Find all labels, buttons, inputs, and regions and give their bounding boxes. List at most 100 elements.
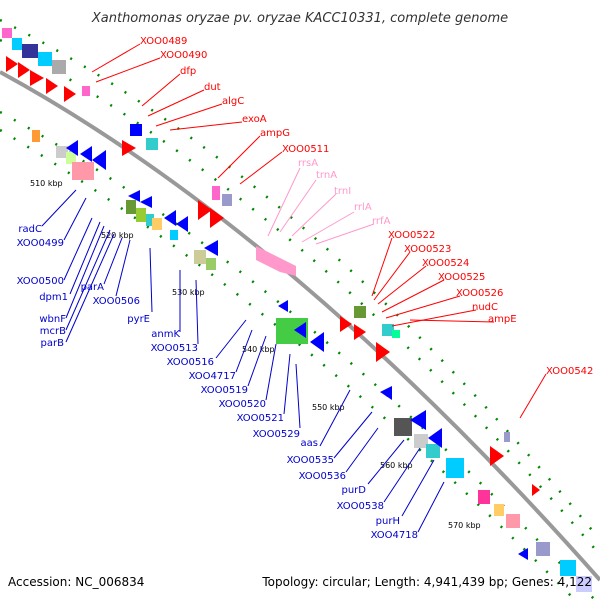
leader-line [291, 193, 337, 237]
kbp-tick-label: 530 kbp [172, 288, 205, 297]
genome-backbone [0, 70, 600, 582]
leader-line [385, 295, 461, 319]
leader-line [377, 265, 427, 305]
accession-label: Accession: NC_006834 [8, 575, 144, 589]
leader-line [115, 239, 131, 297]
leader-line [371, 237, 393, 297]
map-title: Xanthomonas oryzae pv. oryzae KACC10331,… [91, 11, 508, 26]
leader-line [103, 237, 123, 285]
gene-label: XOO0538 [337, 501, 384, 512]
gene-label: exoA [242, 114, 267, 125]
leader-line [95, 57, 161, 83]
kbp-tick-label: 510 kbp [30, 179, 63, 188]
gene-label: wbnF [39, 314, 66, 325]
tick-tracks [0, 18, 600, 600]
gene-label: rrfA [372, 216, 391, 227]
gene-label: trnA [316, 170, 337, 181]
leader-line [283, 353, 291, 415]
gene-label: XOO0519 [201, 385, 248, 396]
gene-label: trnI [334, 186, 351, 197]
gene-label: parA [81, 282, 105, 293]
kbp-tick-label: 520 kbp [101, 231, 134, 240]
gene-label: XOO0520 [219, 399, 266, 410]
leader-line [41, 189, 77, 227]
gene-label: rrlA [354, 202, 372, 213]
gene-label: XOO0521 [237, 413, 284, 424]
leader-line [417, 481, 445, 533]
kbp-tick-label: 560 kbp [380, 461, 413, 470]
leader-line [333, 411, 373, 459]
leader-line [401, 459, 435, 517]
leader-line [155, 103, 223, 127]
leader-line [217, 135, 261, 179]
gene-label: XOO0516 [167, 357, 214, 368]
leader-line [63, 217, 93, 281]
leader-line [149, 247, 153, 313]
gene-label: algC [222, 96, 244, 107]
leader-line [295, 363, 301, 429]
genome-summary: Topology: circular; Length: 4,941,439 bp… [261, 575, 592, 589]
leader-line [409, 319, 495, 323]
leader-line [319, 389, 351, 447]
leader-line [381, 279, 445, 313]
leader-line [65, 233, 115, 343]
leader-line [265, 343, 277, 401]
gene-label: XOO0511 [282, 144, 329, 155]
gene-label: XOO0529 [253, 429, 300, 440]
leader-line [195, 279, 199, 345]
gene-label: purD [342, 485, 367, 496]
gene-label: dpm1 [39, 292, 68, 303]
leader-line [141, 73, 181, 107]
leader-line [391, 309, 477, 327]
leader-line [373, 251, 411, 301]
gene-label: XOO0525 [438, 272, 485, 283]
leader-line [301, 211, 355, 243]
gene-label: XOO0526 [456, 288, 503, 299]
rrna-block [256, 246, 296, 276]
leader-line [235, 329, 253, 373]
forward-arrows [6, 56, 540, 496]
leader-line [215, 319, 247, 359]
leader-line [279, 179, 317, 233]
reverse-arrows [66, 140, 528, 560]
gene-label: XOO4718 [371, 530, 418, 541]
gene-label: ampG [260, 128, 290, 139]
leader-line [65, 229, 111, 331]
forward-gene-labels: XOO0489XOO0490dfpdutalgCexoAampGXOO0511X… [140, 36, 593, 377]
gene-label: XOO0535 [287, 455, 334, 466]
gene-label: XOO0513 [151, 343, 198, 354]
gene-label: XOO0523 [404, 244, 451, 255]
gene-label: XOO0490 [160, 50, 207, 61]
leader-line [147, 89, 205, 117]
leader-line [315, 223, 375, 245]
leader-line [519, 373, 547, 419]
gene-label: dfp [180, 66, 196, 77]
gene-label: XOO0522 [388, 230, 435, 241]
gene-label: parB [41, 338, 65, 349]
kbp-tick-label: 570 kbp [448, 521, 481, 530]
kbp-ticks: 510 kbp 520 kbp 530 kbp 540 kbp 550 kbp … [30, 179, 481, 530]
gene-label: rrsA [298, 158, 318, 169]
gene-label: XOO0489 [140, 36, 187, 47]
gene-label: XOO0499 [17, 238, 64, 249]
leader-line [345, 427, 379, 473]
gene-label: XOO4717 [189, 371, 236, 382]
rna-leader-lines [267, 167, 375, 245]
gene-label: anmK [151, 329, 180, 340]
leader-line [91, 43, 141, 73]
leader-line [247, 335, 267, 387]
gene-label: aas [301, 438, 318, 449]
gene-label: XOO0542 [546, 366, 593, 377]
gene-label: ampE [488, 314, 517, 325]
gene-label: mcrB [40, 326, 66, 337]
gene-label: radC [18, 224, 42, 235]
leader-line [383, 447, 421, 503]
leader-line [239, 151, 283, 185]
leader-line [69, 221, 101, 295]
gene-label: XOO0500 [17, 276, 64, 287]
leader-line [63, 197, 87, 241]
gene-label: purH [376, 516, 400, 527]
kbp-tick-label: 550 kbp [312, 403, 345, 412]
